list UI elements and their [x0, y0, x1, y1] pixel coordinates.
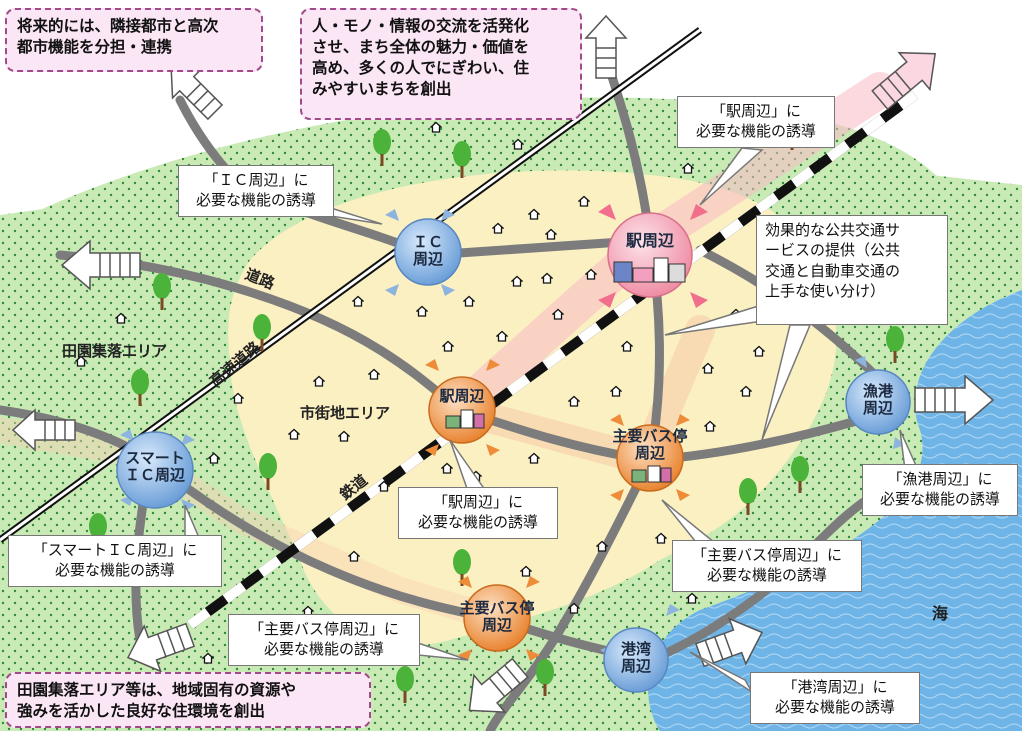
expressway-line [0, 27, 703, 543]
label-rural-area: 田園集落エリア [62, 342, 168, 360]
node-circles [116, 212, 911, 693]
callout-bus-stop-bottom: 「主要バス停周辺」に 必要な機能の誘導 [228, 614, 420, 666]
callout-station-center: 「駅周辺」に 必要な機能の誘導 [398, 487, 558, 539]
note-rural-environment: 田園集落エリア等は、地域固有の資源や 強みを活かした良好な住環境を創出 [5, 672, 371, 728]
railway-line [187, 90, 918, 630]
callout-harbor: 「港湾周辺」に 必要な機能の誘導 [750, 672, 920, 724]
node-label-smart-ic: スマート ＩＣ周辺 [124, 449, 185, 485]
callout-station-main: 「駅周辺」に 必要な機能の誘導 [677, 96, 835, 148]
callout-bus-stop-right: 「主要バス停周辺」に 必要な機能の誘導 [672, 540, 862, 592]
callout-smart-ic: 「スマートＩＣ周辺」に 必要な機能の誘導 [8, 535, 222, 587]
node-label-ic: ＩＣ 周辺 [412, 233, 443, 269]
callout-ic: 「ＩＣ周辺」に 必要な機能の誘導 [178, 165, 334, 217]
label-urban-area: 市街地エリア [300, 404, 391, 422]
node-label-bus-stop-center: 主要バス停 周辺 [612, 427, 688, 463]
note-exchange-vitality: 人・モノ・情報の交流を活発化 させ、まち全体の魅力・価値を 高め、多くの人でにぎ… [300, 8, 582, 120]
node-label-station-main: 駅周辺 [625, 231, 674, 250]
outbound-arrows [11, 14, 995, 713]
node-label-bus-stop-bottom: 主要バス停 周辺 [459, 599, 535, 635]
note-adjacent-cities: 将来的には、隣接都市と高次 都市機能を分担・連携 [5, 8, 263, 72]
callout-fishing-port: 「漁港周辺」に 必要な機能の誘導 [862, 464, 1018, 516]
building-icons [445, 257, 686, 483]
inward-arrows [120, 204, 905, 661]
node-label-fishing-port: 漁港 周辺 [862, 382, 893, 418]
callout-public-transit: 効果的な公共交通サ ービスの提供（公共 交通と自動車交通の 上手な使い分け） [756, 215, 948, 325]
node-label-harbor: 港湾 周辺 [620, 640, 651, 676]
node-label-station-center: 駅周辺 [439, 387, 485, 405]
label-sea: 海 [932, 604, 949, 623]
